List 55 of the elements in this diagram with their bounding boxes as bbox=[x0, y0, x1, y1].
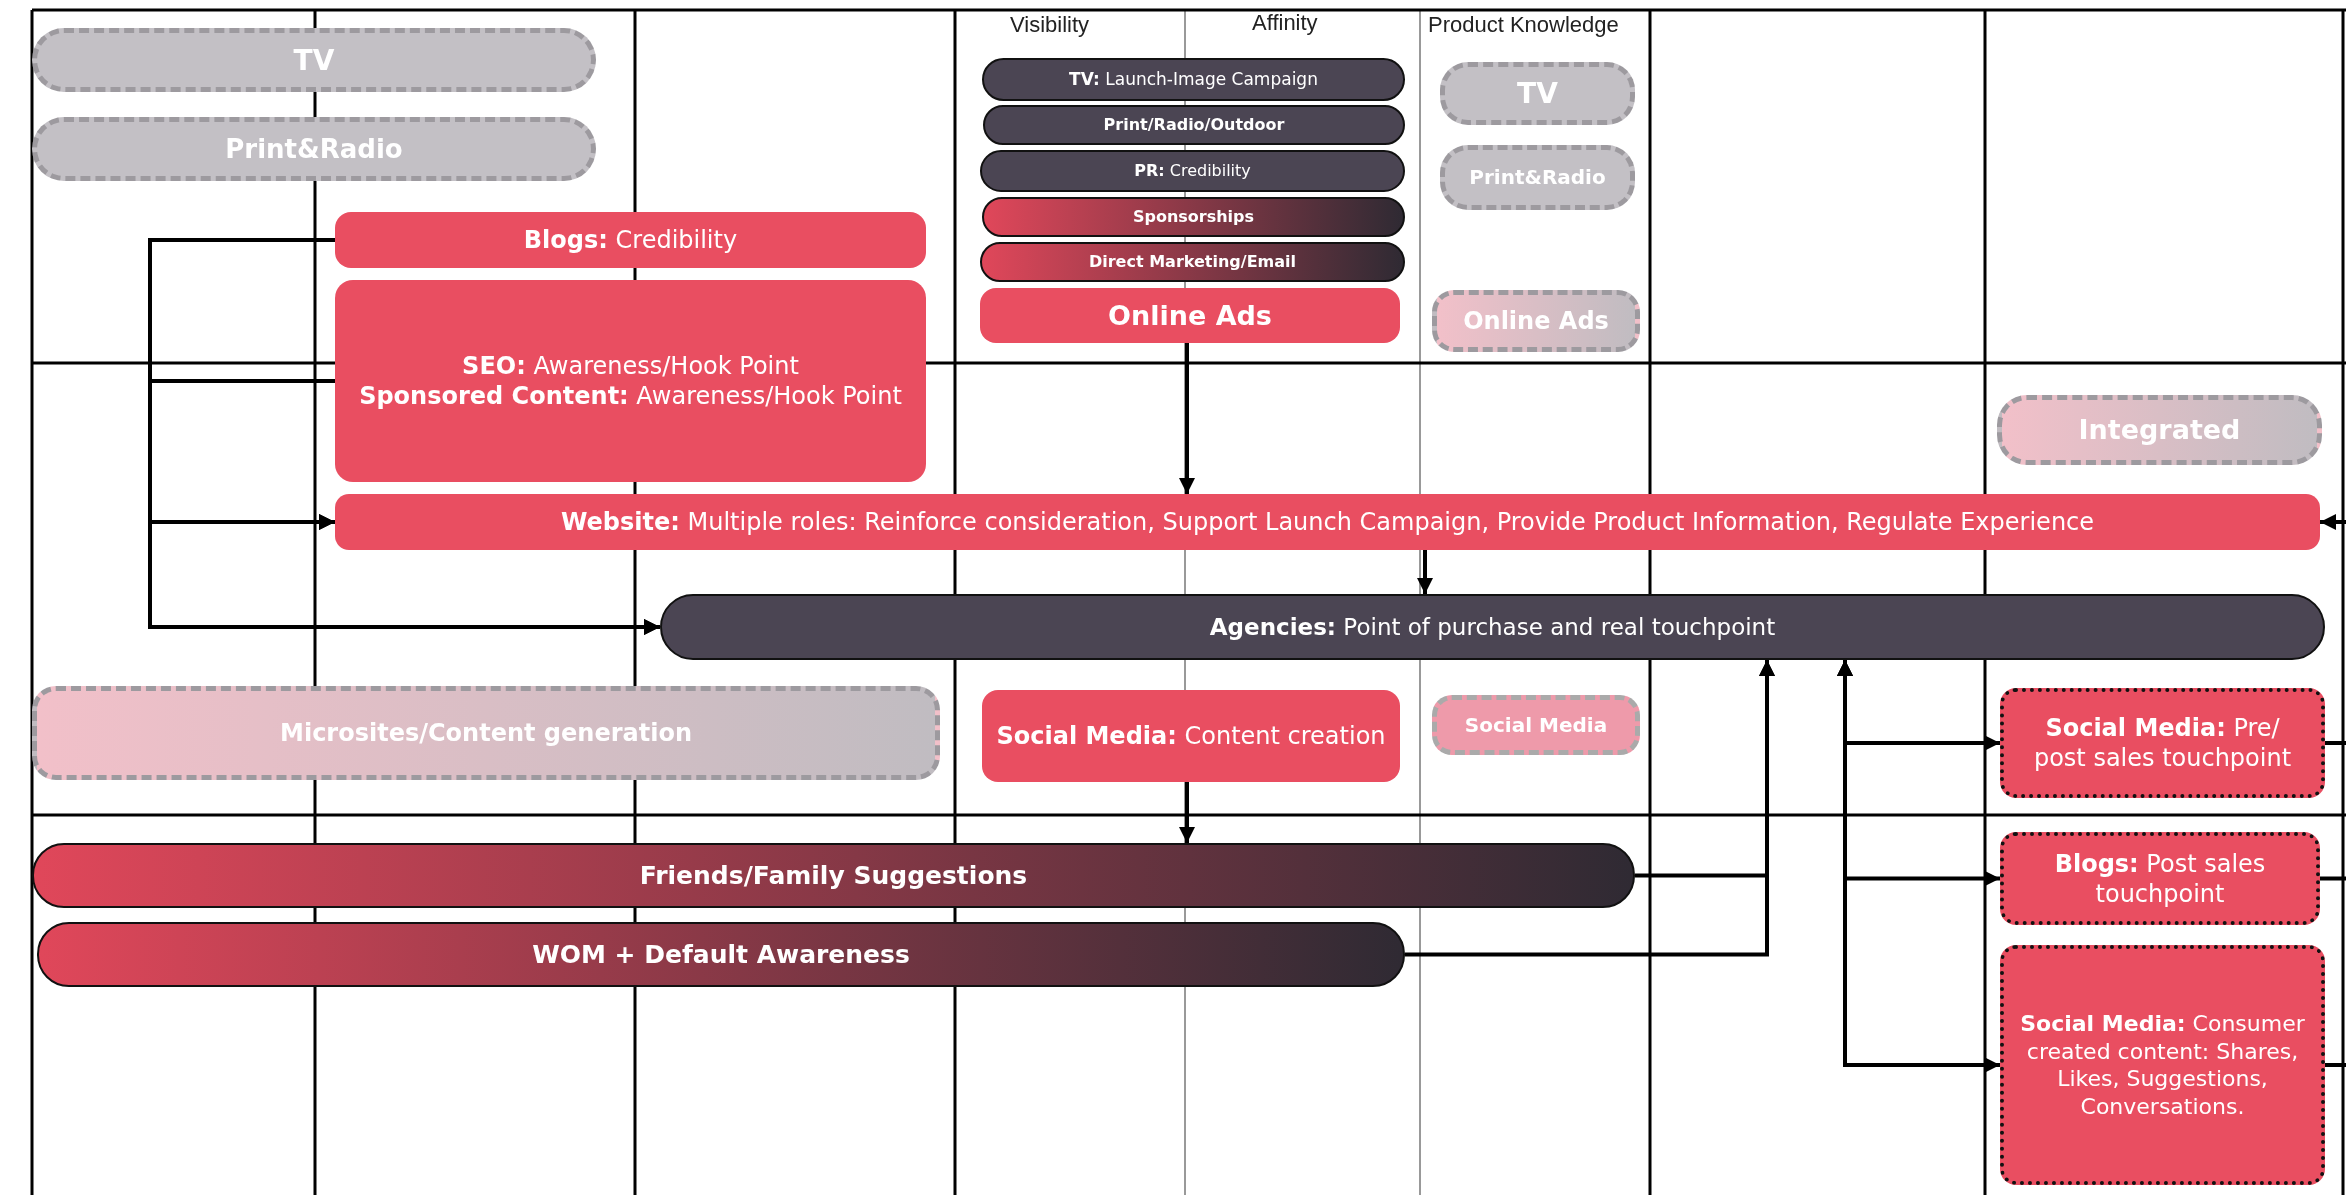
channel-box bbox=[335, 212, 926, 268]
column-heading: Affinity bbox=[1252, 10, 1318, 36]
arrow bbox=[1179, 343, 1195, 494]
channel-box bbox=[982, 690, 1400, 782]
box-label: TV: Launch-Image Campaign bbox=[1069, 68, 1318, 91]
dashed-placeholder-box bbox=[32, 117, 596, 181]
box-label: Online Ads bbox=[1463, 306, 1609, 336]
channel-box bbox=[335, 280, 926, 482]
box-label: Agencies: Point of purchase and real touchpoint bbox=[1209, 612, 1776, 642]
box-label: PR: Credibility bbox=[1134, 161, 1251, 181]
gradient-pill bbox=[982, 197, 1405, 237]
dashed-placeholder-box bbox=[1432, 290, 1640, 352]
box-label: Social Media: Pre/ post sales touchpoint bbox=[2032, 713, 2293, 773]
channel-pill bbox=[980, 150, 1405, 192]
channel-box bbox=[980, 288, 1400, 343]
column-heading: Product Knowledge bbox=[1428, 12, 1619, 38]
box-label: Print&Radio bbox=[1469, 165, 1606, 190]
box-label: Blogs: Post sales touchpoint bbox=[2053, 848, 2267, 909]
box-label: Friends/Family Suggestions bbox=[639, 859, 1028, 892]
box-label: Website: Multiple roles: Reinforce consideration, Support Launch Campaign, Provide Product Information, Regulate Experience bbox=[560, 507, 2095, 537]
dashed-placeholder-box bbox=[1440, 145, 1635, 210]
channel-box bbox=[335, 494, 2320, 550]
gradient-pill bbox=[980, 242, 1405, 282]
box-label: SEO: Awareness/Hook Point bbox=[462, 351, 799, 381]
box-label: Online Ads bbox=[1108, 298, 1272, 333]
dashed-placeholder-box bbox=[32, 686, 940, 780]
box-label: TV bbox=[1517, 76, 1558, 111]
column-heading: Visibility bbox=[1010, 12, 1090, 38]
gradient-pill bbox=[37, 922, 1405, 987]
box-label: Print/Radio/Outdoor bbox=[1103, 115, 1285, 135]
box-label: TV bbox=[293, 42, 335, 78]
box-label: WOM + Default Awareness bbox=[532, 938, 910, 971]
box-label: Social Media: Content creation bbox=[996, 721, 1386, 751]
box-label: Sponsorships bbox=[1132, 207, 1255, 227]
arrow bbox=[1179, 782, 1195, 843]
dashed-placeholder-box bbox=[1997, 395, 2322, 465]
dashed-placeholder-box bbox=[32, 28, 596, 92]
dashed-placeholder-box bbox=[1432, 695, 1640, 755]
dotted-channel-box bbox=[2000, 688, 2325, 798]
dashed-placeholder-box bbox=[1440, 62, 1635, 125]
box-label: Direct Marketing/Email bbox=[1088, 252, 1297, 272]
box-label: Sponsored Content: Awareness/Hook Point bbox=[359, 381, 902, 411]
channel-pill bbox=[982, 58, 1405, 101]
arrow bbox=[1417, 550, 1433, 594]
gradient-pill bbox=[32, 843, 1635, 908]
box-label: Social Media bbox=[1464, 712, 1608, 738]
channel-pill bbox=[983, 105, 1405, 145]
dotted-channel-box bbox=[2000, 945, 2325, 1185]
arrow bbox=[2320, 514, 2346, 530]
dotted-channel-box bbox=[2000, 832, 2320, 925]
box-label: Print&Radio bbox=[225, 132, 403, 166]
box-label: Integrated bbox=[2078, 413, 2241, 447]
box-label: Social Media: Consumer created content: Shares, Likes, Suggestions, Conversations. bbox=[2019, 1010, 2306, 1120]
box-label: Blogs: Credibility bbox=[523, 225, 738, 255]
box-label: Microsites/Content generation bbox=[280, 718, 692, 748]
